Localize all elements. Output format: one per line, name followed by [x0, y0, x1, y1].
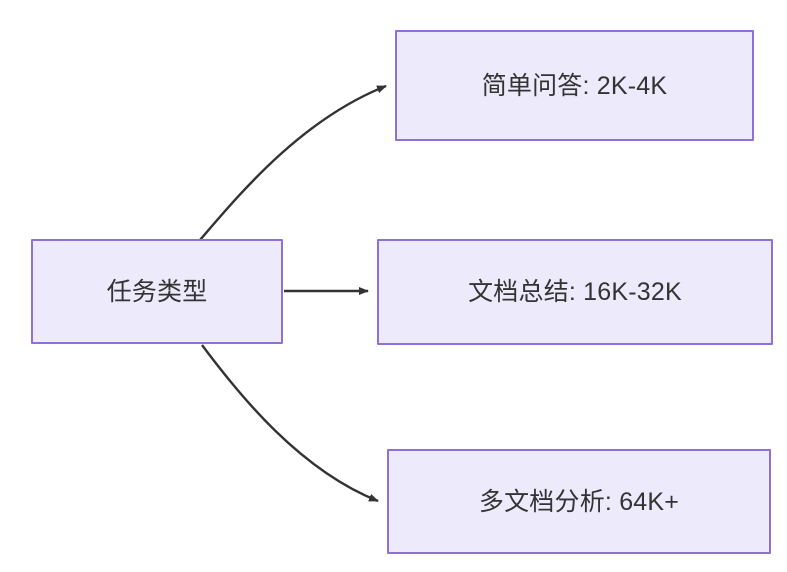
- edge-root-to-simple-qa: [199, 84, 387, 241]
- node-doc-sum[interactable]: 文档总结: 16K-32K: [377, 239, 773, 345]
- node-simple-qa-label: 简单问答: 2K-4K: [481, 71, 668, 100]
- edge-root-to-multi-doc: [201, 344, 379, 503]
- node-simple-qa[interactable]: 简单问答: 2K-4K: [395, 30, 754, 141]
- node-multi-doc[interactable]: 多文档分析: 64K+: [387, 449, 771, 554]
- node-root[interactable]: 任务类型: [31, 239, 283, 344]
- node-doc-sum-label: 文档总结: 16K-32K: [468, 278, 682, 306]
- node-root-label: 任务类型: [106, 277, 208, 306]
- node-multi-doc-label: 多文档分析: 64K+: [478, 487, 680, 516]
